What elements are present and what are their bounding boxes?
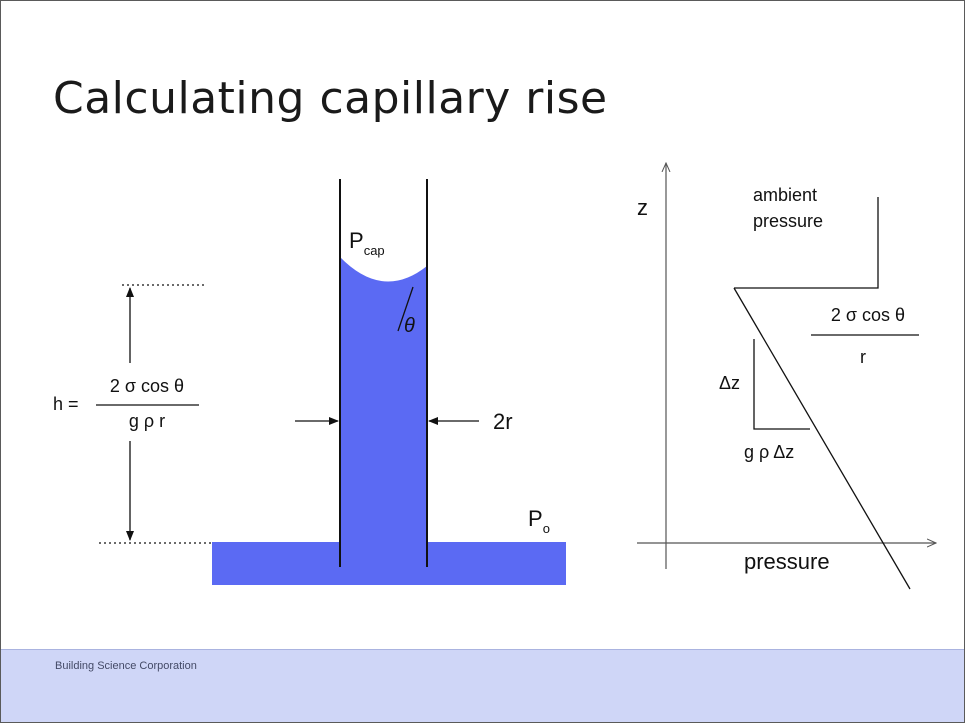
theta-label: θ: [404, 315, 415, 337]
gradient-label: g ρ Δz: [744, 442, 794, 462]
capillary-diagram: Pcap θ 2r Po h = 2 σ cos θ g ρ r: [53, 1, 964, 590]
delta-z-label: Δz: [719, 373, 740, 393]
p-cap-label: Pcap: [349, 228, 385, 258]
z-axis-label: z: [637, 195, 648, 220]
pressure-height-plot: z pressure ambient pressure 2 σ cos θ r …: [637, 163, 936, 590]
ambient-label-line1: ambient: [753, 185, 817, 205]
hydrostatic-pressure-line: [733, 287, 911, 590]
slope-triangle: [753, 339, 810, 430]
h-formula-denominator: g ρ r: [129, 411, 165, 431]
capillary-tube-diagram: Pcap θ 2r Po h = 2 σ cos θ g ρ r: [53, 179, 566, 585]
ambient-pressure-line: [734, 197, 879, 289]
surface-formula-numerator: 2 σ cos θ: [831, 305, 905, 325]
p-o-label: Po: [528, 506, 550, 536]
footer-text: Building Science Corporation: [55, 660, 197, 672]
h-formula-numerator: 2 σ cos θ: [110, 376, 184, 396]
surface-formula-denominator: r: [860, 347, 866, 367]
h-formula-lhs: h =: [53, 394, 79, 414]
pressure-axis-label: pressure: [744, 549, 830, 574]
tube-width-label: 2r: [493, 409, 513, 434]
water-column: [340, 257, 427, 546]
contact-angle-line: [397, 286, 414, 332]
water-reservoir: [212, 542, 566, 585]
slide-footer: Building Science Corporation: [1, 649, 964, 722]
ambient-label-line2: pressure: [753, 211, 823, 231]
slide-title: Calculating capillary rise: [53, 73, 608, 124]
